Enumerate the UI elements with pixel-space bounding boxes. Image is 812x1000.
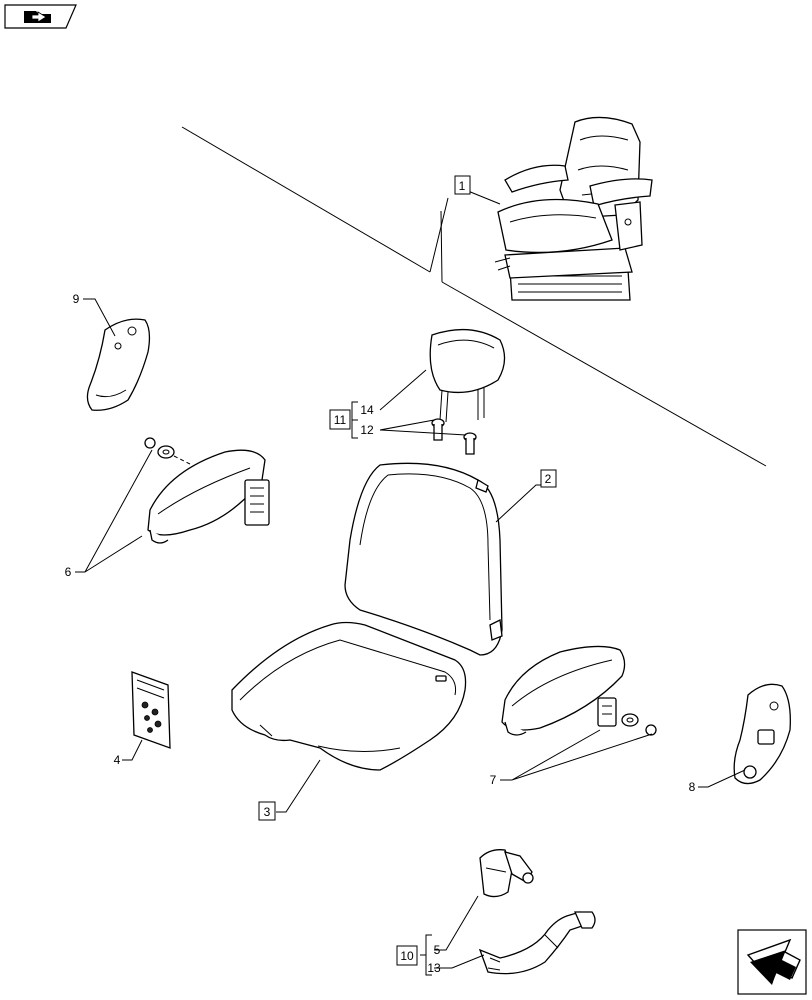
callout-5: 5 [434, 943, 441, 957]
seat-belt-buckle [479, 849, 534, 898]
folder-arrow-icon[interactable] [4, 4, 77, 29]
callout-12: 12 [360, 423, 374, 437]
callout-10: 10 [400, 949, 414, 963]
left-armrest [144, 437, 270, 544]
callout-8: 8 [689, 780, 696, 794]
complete-seat-assembly [494, 116, 653, 301]
leader-lines [75, 190, 746, 969]
side-cover-right [733, 683, 791, 785]
callout-brackets [351, 401, 432, 976]
guide-bolts [431, 418, 477, 455]
callout-13: 13 [427, 961, 441, 975]
seat-cushion [231, 621, 467, 771]
control-panel-label [131, 671, 171, 749]
callout-9: 9 [73, 292, 80, 306]
side-cover-left [86, 318, 151, 411]
callout-3: 3 [264, 805, 271, 819]
next-page-arrow-icon[interactable] [737, 929, 807, 995]
callout-labels: 1 2 3 4 5 6 7 8 9 10 11 12 13 14 [65, 179, 696, 975]
callout-1: 1 [459, 179, 466, 193]
separator-line [181, 126, 767, 467]
callout-6: 6 [65, 565, 72, 579]
callout-14: 14 [360, 403, 374, 417]
backrest-cover [344, 462, 503, 656]
callout-4: 4 [114, 753, 121, 767]
callout-boxes [258, 175, 557, 966]
headrest [429, 328, 506, 423]
callout-11: 11 [334, 413, 347, 427]
right-armrest [501, 645, 657, 736]
callout-2: 2 [545, 472, 552, 486]
callout-7: 7 [490, 773, 497, 787]
seat-belt [478, 911, 596, 975]
